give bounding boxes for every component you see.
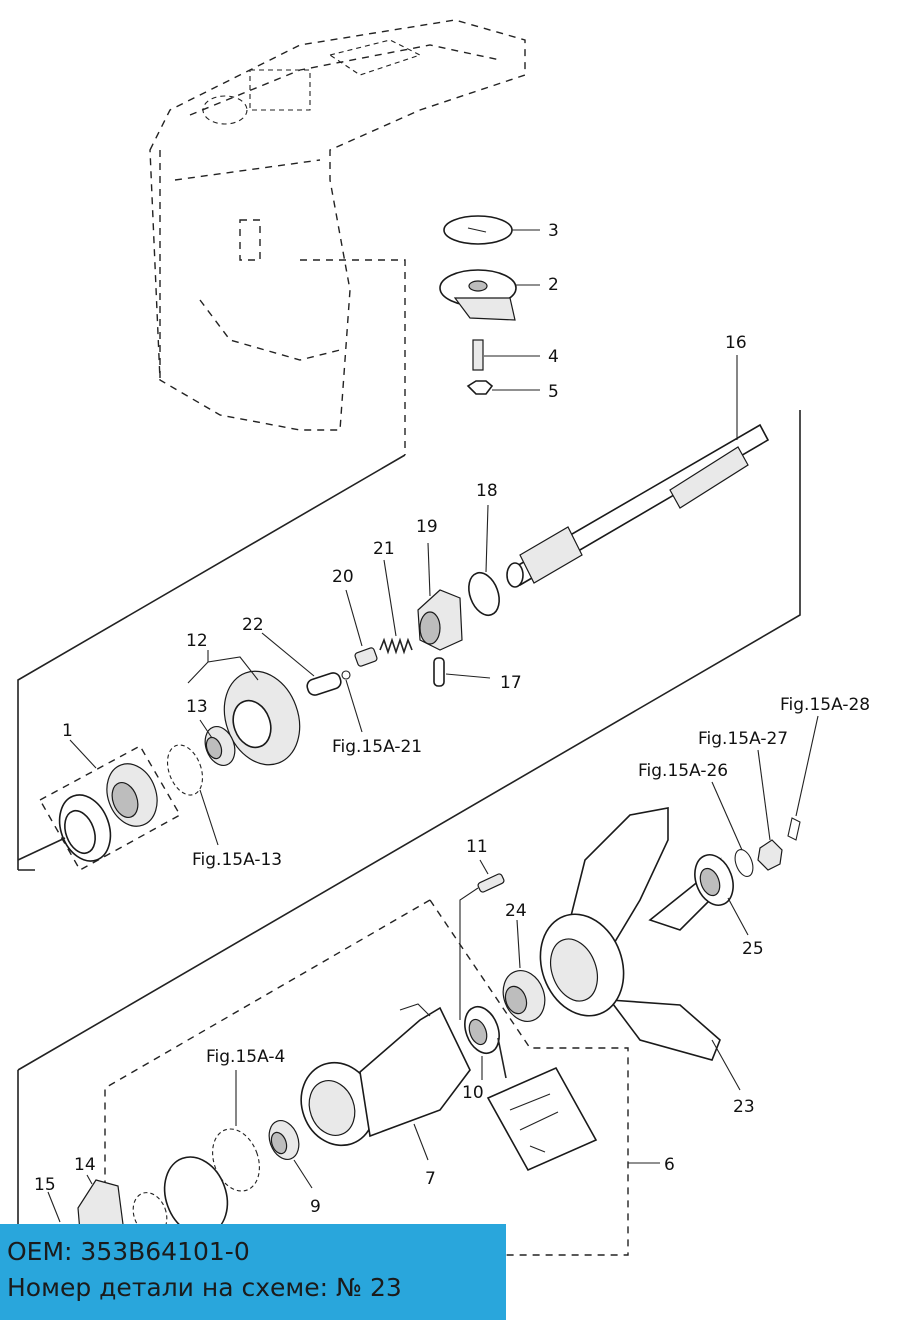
- assembly-outline-upper: [17, 410, 801, 1230]
- part-22-shift-plunger: [261, 632, 342, 696]
- part-11-bolt: [459, 859, 505, 1020]
- part-18-ring: [468, 504, 500, 617]
- parts-fig-15a-26-27-28: [711, 715, 819, 877]
- part-10-oil-seal: [464, 1005, 500, 1080]
- part-16-propeller-shaft: [506, 355, 770, 588]
- part-3-plate: [443, 215, 540, 245]
- o-ring-and-shims: [132, 1070, 260, 1236]
- ref-fig-15a-26: Fig.15A-26: [638, 761, 728, 781]
- figure-reference-labels: Fig.15A-21 Fig.15A-13 Fig.15A-28 Fig.15A…: [192, 695, 870, 1067]
- part-1-taper-bearing: [17, 739, 181, 871]
- ref-fig-15a-27: Fig.15A-27: [698, 729, 788, 749]
- label-part-12: 12: [186, 631, 208, 651]
- part-7-bearing-housing: [300, 1003, 471, 1161]
- label-part-15: 15: [34, 1175, 56, 1195]
- label-part-17: 17: [500, 673, 522, 693]
- part-25-thrust-washer: [694, 854, 749, 936]
- oem-number: OEM: 353B64101-0: [7, 1237, 250, 1266]
- label-part-18: 18: [476, 481, 498, 501]
- label-part-14: 14: [74, 1155, 96, 1175]
- part-info-banner: OEM: 353B64101-0 Номер детали на схеме: …: [0, 1224, 506, 1320]
- diagram-part-number: Номер детали на схеме: № 23: [7, 1273, 402, 1302]
- label-part-6: 6: [664, 1155, 675, 1175]
- part-9-needle-bearing: [268, 1120, 313, 1189]
- part-12-forward-gear: [187, 650, 301, 766]
- part-labels: 3 2 4 5 16 18 19 21 20 22 12 17 13 1 11 …: [34, 221, 764, 1217]
- assembly-outline-lower: [104, 899, 660, 1256]
- label-part-16: 16: [725, 333, 747, 353]
- ref-fig-15a-28: Fig.15A-28: [780, 695, 870, 715]
- shim-fig-15a-13: [166, 744, 219, 846]
- label-part-7: 7: [425, 1169, 436, 1189]
- label-part-1: 1: [62, 721, 73, 741]
- part-5-nut: [466, 380, 540, 395]
- label-part-13: 13: [186, 697, 208, 717]
- lower-casing-housing: [149, 19, 526, 455]
- part-19-clutch-dog: [417, 542, 463, 651]
- part-15-bearing: [47, 1191, 61, 1223]
- ref-fig-15a-4: Fig.15A-4: [206, 1047, 285, 1067]
- part-13-needle-bearing: [199, 719, 236, 766]
- label-part-23: 23: [733, 1097, 755, 1117]
- part-24-spacer: [502, 919, 546, 1022]
- label-part-20: 20: [332, 567, 354, 587]
- part-2-trim-tab: [439, 269, 540, 321]
- part-17-pin: [433, 657, 491, 687]
- label-part-3: 3: [548, 221, 559, 241]
- ref-fig-15a-13: Fig.15A-13: [192, 850, 282, 870]
- label-part-25: 25: [742, 939, 764, 959]
- inset-seal-detail: [486, 1037, 598, 1172]
- label-part-22: 22: [242, 615, 264, 635]
- label-part-11: 11: [466, 837, 488, 857]
- part-20-plunger: [345, 589, 378, 667]
- ref-fig-15a-21: Fig.15A-21: [332, 737, 422, 757]
- label-part-2: 2: [548, 275, 559, 295]
- part-21-spring: [379, 559, 413, 655]
- label-part-9: 9: [310, 1197, 321, 1217]
- label-part-24: 24: [505, 901, 527, 921]
- label-part-4: 4: [548, 347, 559, 367]
- part-23-propeller: [539, 807, 741, 1091]
- label-part-19: 19: [416, 517, 438, 537]
- fig-15a-21-pointer: [341, 670, 363, 733]
- label-part-21: 21: [373, 539, 395, 559]
- label-part-5: 5: [548, 382, 559, 402]
- label-part-10: 10: [462, 1083, 484, 1103]
- part-4-stud: [472, 339, 540, 371]
